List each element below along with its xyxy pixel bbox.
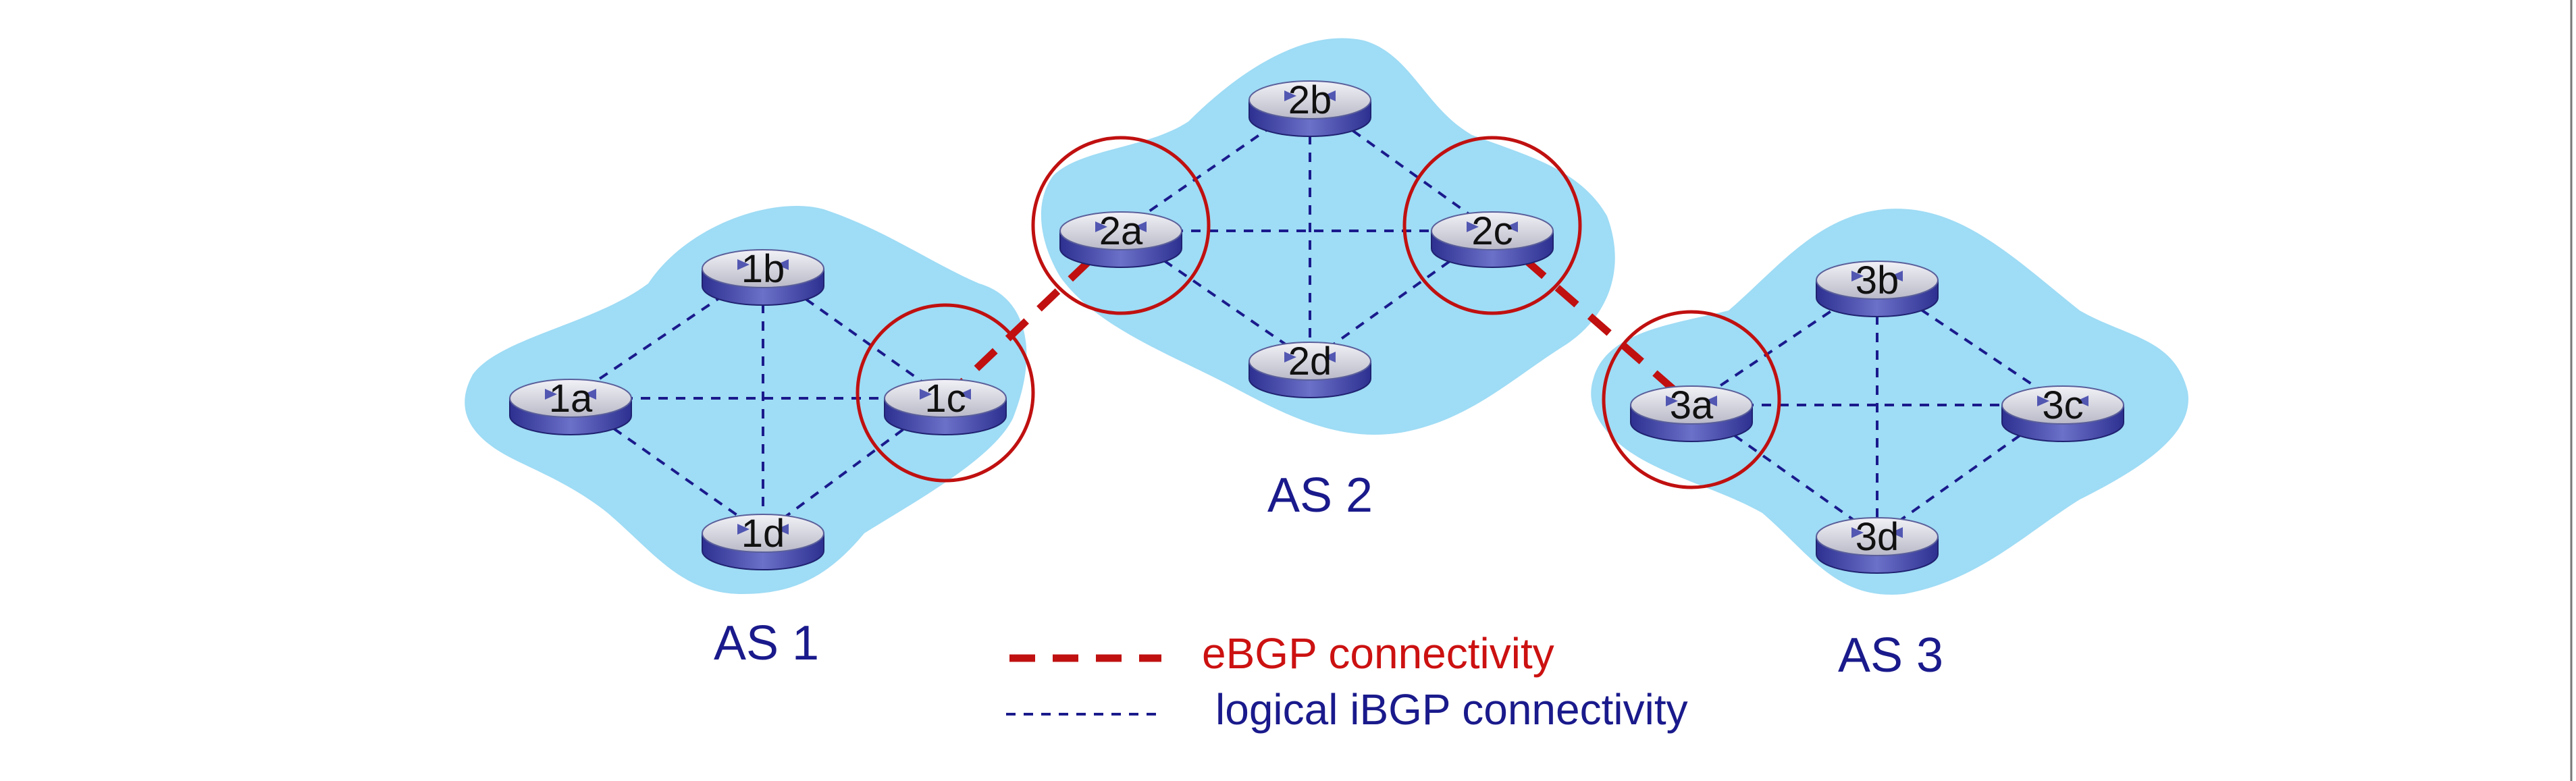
- router-icon: [702, 249, 824, 306]
- router-2d[interactable]: 2d: [1248, 340, 1371, 398]
- routers: 1a 1b 1c 1d 2a 2b 2c 2d 3a 3b 3c 3d: [509, 78, 2124, 574]
- router-3d[interactable]: 3d: [1816, 515, 1939, 574]
- as-clouds: [465, 38, 2188, 595]
- router-3b[interactable]: 3b: [1816, 259, 1939, 317]
- border-router-circles: [856, 136, 1781, 489]
- router-label-3a: 3a: [1670, 383, 1714, 427]
- router-icon: [1816, 261, 1939, 317]
- router-icon: [2001, 385, 2124, 442]
- as1-label: AS 1: [714, 616, 819, 670]
- router-2c[interactable]: 2c: [1431, 209, 1554, 268]
- router-label-1c: 1c: [924, 377, 966, 421]
- router-3a[interactable]: 3a: [1630, 383, 1753, 442]
- router-icon: [1248, 80, 1371, 137]
- border-circle-3a: [1602, 310, 1781, 489]
- router-1d[interactable]: 1d: [702, 512, 824, 570]
- router-icon: [1630, 385, 1753, 442]
- as2-label: AS 2: [1267, 468, 1373, 522]
- border-circle-2c: [1402, 136, 1582, 315]
- router-label-1d: 1d: [741, 512, 785, 556]
- router-2a[interactable]: 2a: [1059, 209, 1182, 268]
- router-label-2c: 2c: [1471, 209, 1513, 253]
- router-icon: [1248, 342, 1371, 398]
- legend-ibgp-label: logical iBGP connectivity: [1215, 685, 1688, 734]
- router-icon: [702, 514, 824, 570]
- router-label-3d: 3d: [1856, 515, 1899, 559]
- router-label-1b: 1b: [741, 247, 785, 291]
- as3-label: AS 3: [1838, 628, 1943, 682]
- router-1c[interactable]: 1c: [884, 377, 1007, 435]
- router-icon: [884, 379, 1007, 435]
- as3-cloud: [1591, 209, 2188, 595]
- router-2b[interactable]: 2b: [1248, 78, 1371, 137]
- router-label-2b: 2b: [1288, 78, 1332, 122]
- router-icon: [1816, 517, 1939, 574]
- ibgp-link-2a-2b: [1120, 99, 1311, 232]
- router-label-1a: 1a: [549, 377, 593, 421]
- as1-cloud: [465, 205, 1027, 594]
- ibgp-link-3a-3b: [1690, 279, 1878, 406]
- router-icon: [509, 379, 632, 435]
- as2-cloud: [1041, 38, 1615, 435]
- router-icon: [1059, 211, 1182, 268]
- router-1b[interactable]: 1b: [702, 247, 824, 306]
- router-3c[interactable]: 3c: [2001, 383, 2124, 442]
- router-icon: [1431, 211, 1554, 268]
- router-label-2d: 2d: [1288, 340, 1332, 383]
- legend: eBGP connectivity logical iBGP connectiv…: [1006, 629, 1688, 734]
- router-label-2a: 2a: [1099, 209, 1143, 253]
- router-label-3b: 3b: [1856, 259, 1899, 302]
- legend-ebgp-label: eBGP connectivity: [1202, 629, 1554, 678]
- border-circle-1c: [856, 303, 1035, 483]
- router-label-3c: 3c: [2042, 383, 2083, 427]
- border-circle-2a: [1031, 136, 1211, 315]
- router-1a[interactable]: 1a: [509, 377, 632, 435]
